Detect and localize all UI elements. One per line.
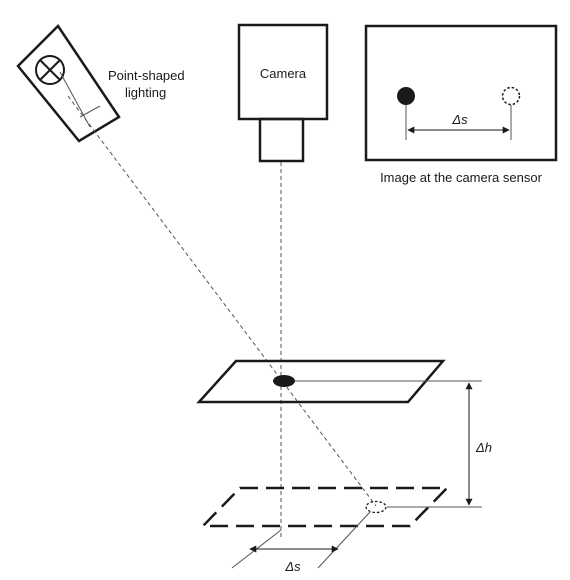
lighting-tick-line (79, 105, 101, 118)
sensor-image (364, 24, 558, 162)
lighting-label-line1: Point-shaped (108, 68, 185, 83)
lower-plane (200, 486, 450, 528)
sensor-spot-dashed (501, 86, 521, 106)
lighting-axis-line (59, 71, 91, 128)
bottom-right-extension (317, 511, 371, 569)
camera-lens (258, 117, 305, 163)
camera (237, 23, 329, 163)
lighting-unit (16, 24, 121, 143)
lighting-label-line2: lighting (125, 85, 166, 100)
light-ray (67, 95, 377, 507)
sensor-frame (364, 24, 558, 162)
bottom-delta-s-label: Δs (284, 559, 301, 574)
lamp-icon (35, 55, 65, 85)
camera-label: Camera (260, 66, 307, 81)
lower-plane-spot (365, 500, 387, 514)
sensor-caption: Image at the camera sensor (380, 170, 543, 185)
upper-plane-spot (273, 375, 295, 387)
sensor-delta-s-label: Δs (451, 112, 468, 127)
lighting-housing (16, 24, 121, 143)
sensor-spot-filled (397, 87, 415, 105)
upper-plane (196, 359, 446, 404)
delta-h-label: Δh (475, 440, 492, 455)
